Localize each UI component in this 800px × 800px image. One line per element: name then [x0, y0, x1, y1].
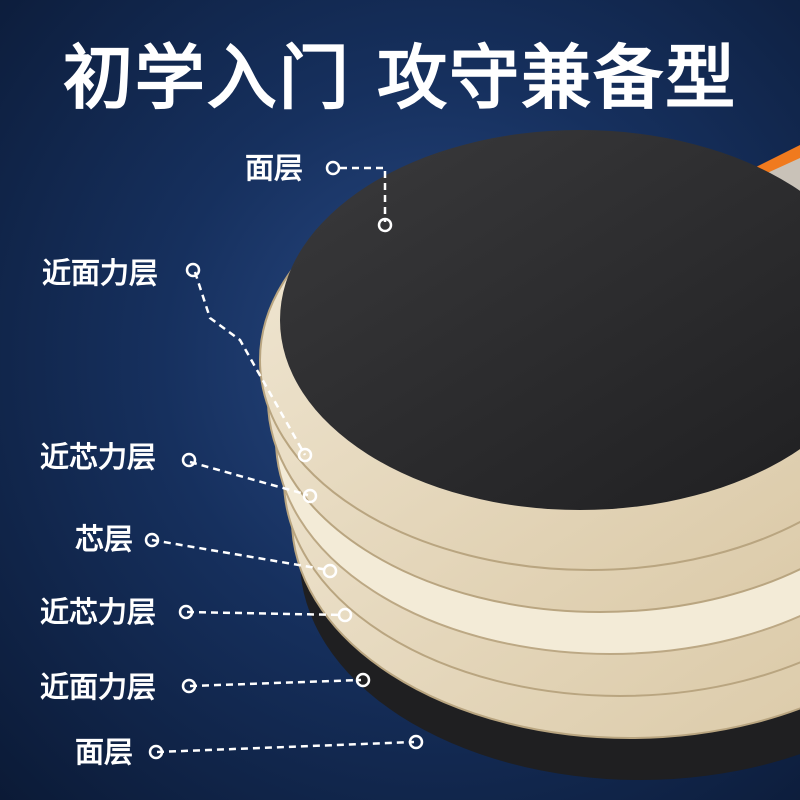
target-dot-face-bottom [408, 734, 424, 750]
leader-near-core-bottom [186, 610, 344, 617]
leader-lines [151, 166, 415, 754]
label-face-top: 面层 [245, 151, 304, 185]
leader-near-face-top [193, 271, 307, 456]
label-dot-near-core-top [181, 452, 197, 468]
target-dot-near-core-top [302, 488, 318, 504]
label-dot-near-face-bottom [181, 678, 197, 694]
leader-core [151, 538, 329, 572]
leader-face-bottom [156, 740, 415, 754]
leader-face-top [340, 166, 387, 222]
leader-near-face-bottom [189, 678, 362, 688]
label-near-core-bottom: 近芯力层 [40, 595, 157, 629]
label-near-face-bottom: 近面力层 [40, 670, 157, 704]
target-dot-core [322, 563, 338, 579]
target-dot-near-face-bottom [355, 672, 371, 688]
target-dot-near-face-top [297, 447, 313, 463]
label-dot-face-bottom [148, 744, 164, 760]
label-dot-face-top [325, 160, 341, 176]
blade-plies [259, 130, 800, 780]
label-core: 芯层 [75, 522, 134, 556]
label-near-core-top: 近芯力层 [40, 440, 157, 474]
headline: 初学入门 攻守兼备型 [62, 37, 738, 119]
leader-near-core-top [189, 460, 309, 497]
leader-endpoints [144, 160, 424, 760]
label-dot-near-face-top [185, 262, 201, 278]
label-face-bottom: 面层 [75, 735, 134, 769]
label-dot-near-core-bottom [178, 604, 194, 620]
ply-face-top [280, 130, 800, 510]
target-dot-face-top [377, 217, 393, 233]
label-dot-core [144, 532, 160, 548]
target-dot-near-core-bottom [337, 607, 353, 623]
label-near-face-top: 近面力层 [42, 256, 159, 290]
